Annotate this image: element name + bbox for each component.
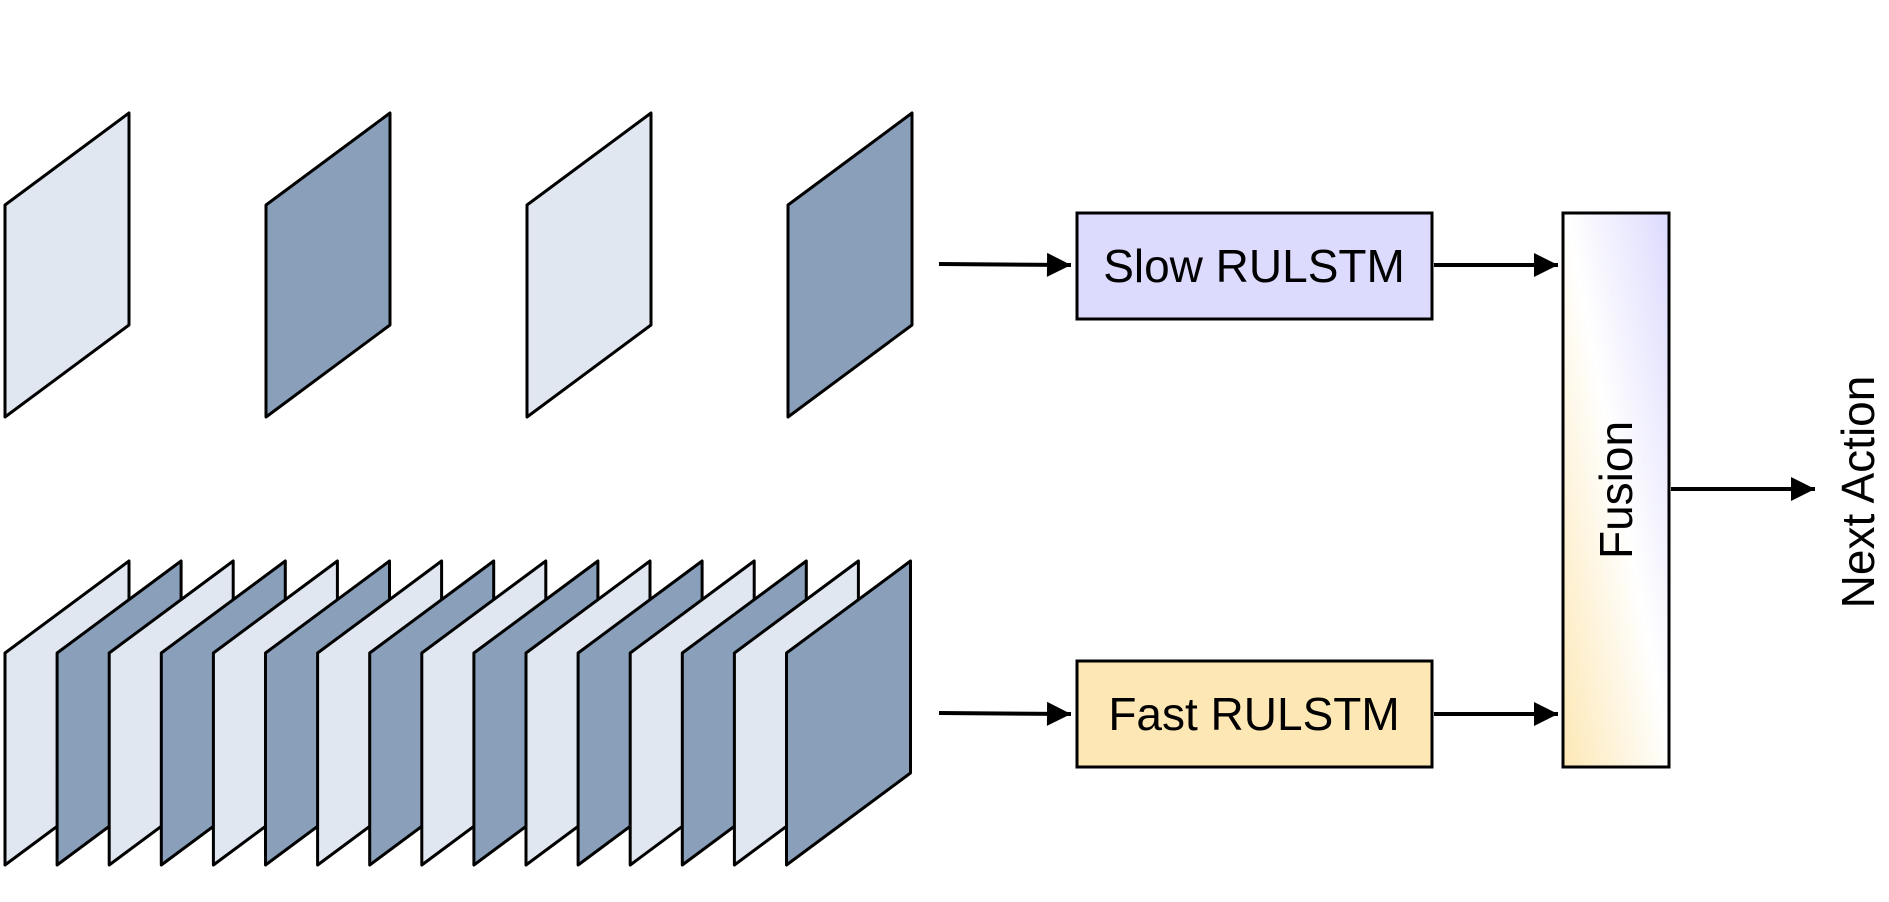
fusion-box: [1561, 211, 1671, 769]
slow-rulstm-label: Slow RULSTM: [1103, 240, 1405, 292]
slow-frames-to-module-arrow: [938, 252, 1072, 277]
fast-rulstm-label: Fast RULSTM: [1108, 688, 1399, 740]
fast-frames-to-module-arrow: [938, 701, 1072, 726]
slow-frame-3: [525, 111, 653, 419]
slow-rulstm-module: Slow RULSTM: [1075, 211, 1434, 321]
slow-stream-frames: [3, 111, 914, 419]
slow-frame-1: [3, 111, 131, 419]
fast-stream-frames: [3, 559, 912, 867]
slow-rulstm-box: [1075, 211, 1434, 321]
fast-frame-16: [785, 559, 912, 867]
next-action-label: Next Action: [1832, 376, 1884, 609]
fast-rulstm-box: [1075, 659, 1434, 769]
fusion-label: Fusion: [1590, 421, 1642, 559]
fast-rulstm-module: Fast RULSTM: [1075, 659, 1434, 769]
fusion-module: Fusion: [1561, 211, 1671, 769]
slow-frame-4: [786, 111, 914, 419]
slow-frame-2: [264, 111, 392, 419]
